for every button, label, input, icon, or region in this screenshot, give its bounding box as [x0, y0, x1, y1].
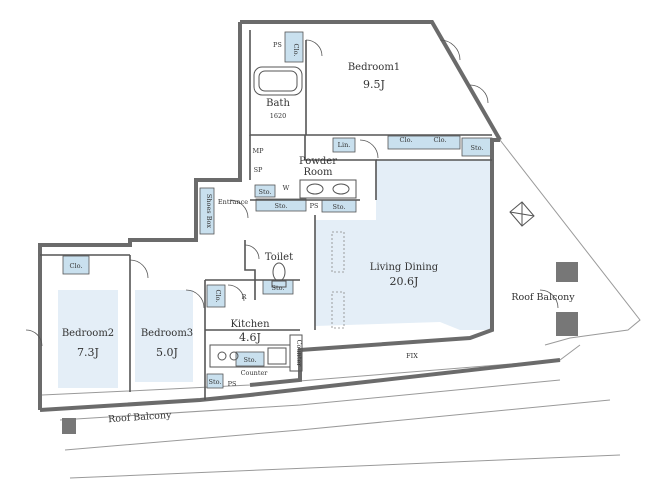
balcony-outlines [41, 139, 641, 479]
washer-label: W [283, 184, 290, 192]
linen-label: Lin. [338, 141, 351, 149]
ps-label-kitchen: PS [228, 380, 237, 388]
storage-label-bedroom1: Sto. [471, 144, 484, 152]
outdoor-units [62, 262, 578, 434]
bedroom2-label: Bedroom2 [62, 328, 114, 339]
closet-bedroom2 [62, 255, 90, 275]
powder-room-label-line2: Room [303, 167, 333, 178]
storage-label-toilet: Sto. [272, 284, 285, 292]
storage-label-powder: Sto. [259, 188, 272, 196]
bedroom2-area: 7.3J [77, 346, 99, 359]
door-swings [25, 39, 559, 347]
sp-label: SP [254, 166, 263, 174]
bath-tub [253, 66, 303, 96]
walls [38, 20, 561, 412]
bedroom3-floor [135, 290, 193, 382]
powder-room-label-line1: Powder [299, 156, 337, 167]
entrance-label: Entrance [218, 198, 248, 206]
bedroom2-floor [58, 290, 118, 388]
storage-label-hall: Sto. [333, 203, 346, 211]
ps-label-hall: PS [310, 202, 319, 210]
closet-label-bedroom2: Clo. [70, 262, 83, 270]
storage-label-entrance: Sto. [275, 202, 288, 210]
interior-walls [40, 30, 492, 400]
storage-powder [254, 184, 276, 198]
linen-closet [332, 137, 356, 153]
counter-label-bottom: Counter [241, 369, 269, 377]
shoes-box-label: Shoes Box [205, 194, 213, 228]
toilet-label: Toilet [265, 252, 293, 263]
storage-label-kitchen: Sto. [244, 356, 257, 364]
bath-size: 1620 [270, 112, 287, 120]
shoes-box [199, 187, 215, 235]
closet-bedroom1-row [387, 135, 461, 150]
closet-bedroom3 [206, 284, 226, 308]
storage-label-kitchen-small: Sto. [209, 378, 222, 386]
storage-kitchen-small [206, 373, 224, 389]
kitchen-area: 4.6J [239, 331, 261, 344]
refrigerator-label: R [242, 293, 248, 301]
bath-label: Bath [266, 98, 290, 109]
ps-label-top: PS [273, 41, 282, 49]
closet-label-b: Clo. [434, 136, 447, 144]
closet-label-a: Clo. [400, 136, 413, 144]
fix-window-label: FIX [406, 352, 418, 360]
mp-label: MP [252, 147, 264, 155]
closet-label-bedroom1: Clo. [292, 44, 300, 57]
powder-sinks [299, 179, 357, 199]
bedroom3-area: 5.0J [156, 346, 178, 359]
roof-balcony-bottom-label: Roof Balcony [108, 410, 173, 425]
closet-bedroom1 [284, 31, 304, 63]
kitchen-label: Kitchen [230, 319, 270, 330]
storage-tints [62, 31, 493, 389]
living-dining-floor [315, 160, 492, 330]
bedroom3-label: Bedroom3 [141, 328, 193, 339]
fix-window-marks [331, 231, 345, 329]
bedroom1-area: 9.5J [363, 78, 385, 91]
balcony-table-icon [509, 201, 535, 227]
storage-kitchen [235, 351, 265, 367]
kitchen-counter [209, 334, 303, 372]
living-dining-area: 20.6J [390, 275, 419, 288]
bedroom1-label: Bedroom1 [348, 62, 400, 73]
closet-label-bedroom3: Clo. [214, 290, 222, 303]
roof-balcony-right-label: Roof Balcony [511, 292, 575, 303]
living-dining-label: Living Dining [370, 262, 439, 273]
floor-tints [58, 160, 492, 388]
counter-label-side: Counter [295, 340, 303, 368]
storage-entrance [255, 198, 307, 212]
toilet-fixture [271, 262, 287, 288]
